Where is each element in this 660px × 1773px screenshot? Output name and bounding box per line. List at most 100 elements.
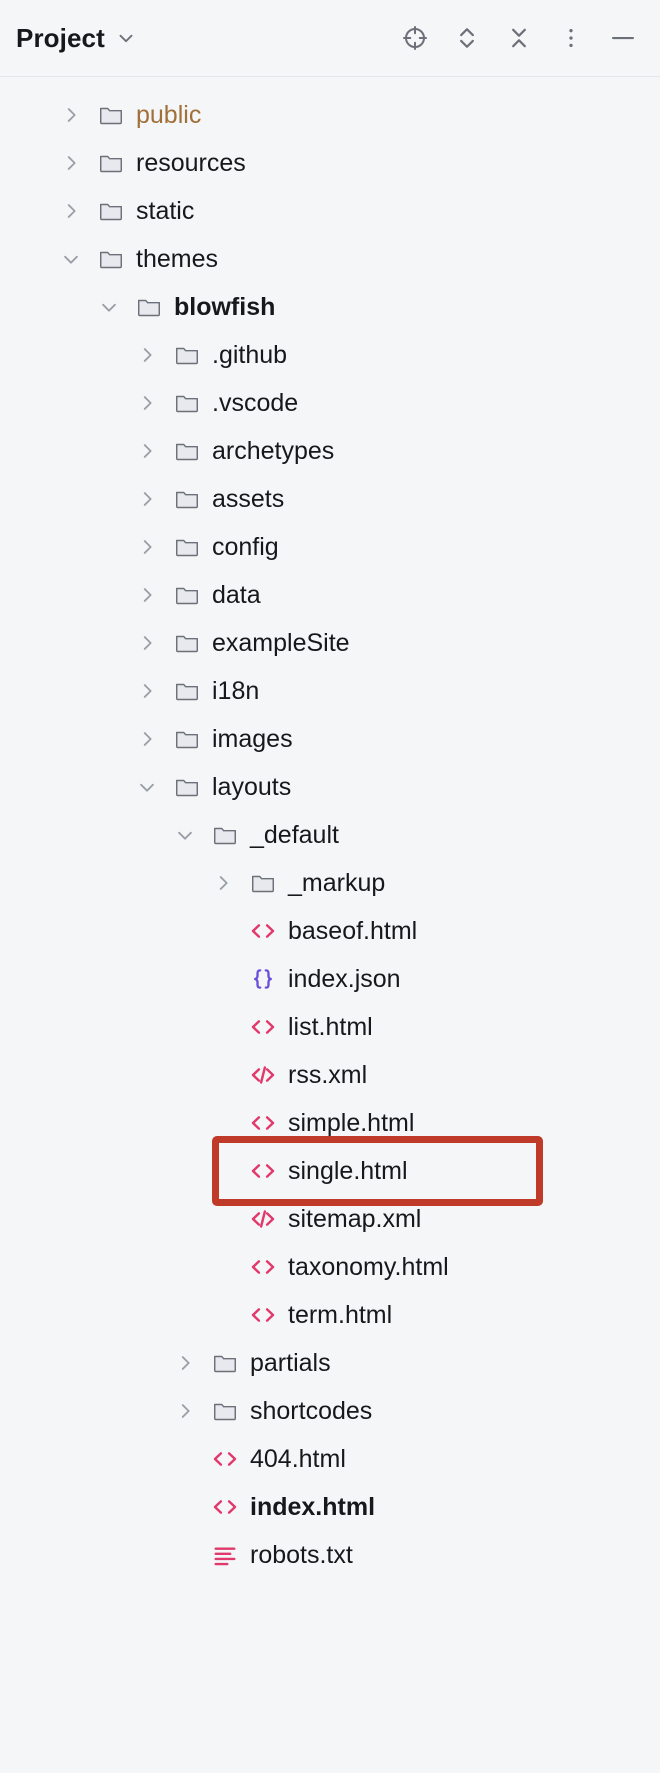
folder-icon [210,820,240,850]
tree-node-label: assets [212,484,285,513]
tree-folder-markup[interactable]: _markup [0,859,660,907]
folder-icon [172,628,202,658]
html-file-icon [248,1108,278,1138]
chevron-right-icon[interactable] [210,870,236,896]
select-opened-file-icon[interactable] [400,23,430,53]
tree-file-robots-txt[interactable]: robots.txt [0,1531,660,1579]
tree-file-index-json[interactable]: index.json [0,955,660,1003]
tree-file-list-html[interactable]: list.html [0,1003,660,1051]
html-file-icon [248,1012,278,1042]
tree-node-label: partials [250,1348,331,1377]
tree-folder-layouts[interactable]: layouts [0,763,660,811]
tree-node-label: _markup [288,868,386,897]
folder-icon [172,724,202,754]
tree-node-label: .vscode [212,388,299,417]
tree-node-label: index.json [288,964,401,993]
tree-node-label: robots.txt [250,1540,353,1569]
tree-node-label: _default [250,820,339,849]
chevron-down-icon[interactable] [115,27,137,49]
tree-folder-github[interactable]: .github [0,331,660,379]
folder-icon [96,196,126,226]
chevron-right-icon[interactable] [134,678,160,704]
folder-icon [172,580,202,610]
folder-icon [96,100,126,130]
collapse-all-icon[interactable] [504,23,534,53]
tree-node-label: index.html [250,1492,376,1521]
tree-node-label: term.html [288,1300,393,1329]
tree-folder-blowfish[interactable]: blowfish [0,283,660,331]
tree-file-404-html[interactable]: 404.html [0,1435,660,1483]
chevron-down-icon[interactable] [134,774,160,800]
tree-folder-default[interactable]: _default [0,811,660,859]
folder-icon [172,532,202,562]
toolwindow-header: Project [0,0,660,77]
tree-folder-partials[interactable]: partials [0,1339,660,1387]
tree-folder-static[interactable]: static [0,187,660,235]
folder-icon [96,148,126,178]
chevron-right-icon[interactable] [172,1398,198,1424]
xml-file-icon [248,1204,278,1234]
project-file-tree[interactable]: public resources static themes blowfish … [0,77,660,1579]
tree-node-label: data [212,580,261,609]
tree-node-label: images [212,724,293,753]
chevron-right-icon[interactable] [134,486,160,512]
chevron-right-icon[interactable] [172,1350,198,1376]
chevron-right-icon[interactable] [134,630,160,656]
chevron-right-icon[interactable] [58,150,84,176]
toolbar-actions [400,23,638,53]
tree-node-label: shortcodes [250,1396,373,1425]
tree-node-label: static [136,196,195,225]
tree-folder-archetypes[interactable]: archetypes [0,427,660,475]
tree-folder-public[interactable]: public [0,91,660,139]
chevron-right-icon[interactable] [134,726,160,752]
tree-file-rss-xml[interactable]: rss.xml [0,1051,660,1099]
tree-file-baseof-html[interactable]: baseof.html [0,907,660,955]
chevron-down-icon[interactable] [172,822,198,848]
tree-file-term-html[interactable]: term.html [0,1291,660,1339]
tree-folder-examplesite[interactable]: exampleSite [0,619,660,667]
folder-icon [172,340,202,370]
tree-file-taxonomy-html[interactable]: taxonomy.html [0,1243,660,1291]
tree-folder-shortcodes[interactable]: shortcodes [0,1387,660,1435]
tree-node-label: simple.html [288,1108,415,1137]
tree-node-label: baseof.html [288,916,418,945]
folder-icon [96,244,126,274]
chevron-down-icon[interactable] [96,294,122,320]
tree-file-single-html[interactable]: single.html [0,1147,660,1195]
project-dropdown[interactable]: Project [16,23,137,54]
more-options-icon[interactable] [556,23,586,53]
tree-folder-resources[interactable]: resources [0,139,660,187]
chevron-right-icon[interactable] [58,102,84,128]
tree-node-label: list.html [288,1012,373,1041]
hide-icon[interactable] [608,23,638,53]
tree-folder-i18n[interactable]: i18n [0,667,660,715]
chevron-right-icon[interactable] [134,438,160,464]
tree-file-sitemap-xml[interactable]: sitemap.xml [0,1195,660,1243]
tree-node-label: rss.xml [288,1060,368,1089]
chevron-right-icon[interactable] [58,198,84,224]
chevron-right-icon[interactable] [134,534,160,560]
json-file-icon [248,964,278,994]
tree-folder-vscode[interactable]: .vscode [0,379,660,427]
tree-node-label: archetypes [212,436,335,465]
text-file-icon [210,1540,240,1570]
folder-icon [172,388,202,418]
chevron-down-icon[interactable] [58,246,84,272]
tree-file-simple-html[interactable]: simple.html [0,1099,660,1147]
chevron-right-icon[interactable] [134,390,160,416]
html-file-icon [248,1300,278,1330]
tree-node-label: sitemap.xml [288,1204,422,1233]
tree-node-label: blowfish [174,292,276,321]
html-file-icon [210,1492,240,1522]
expand-collapse-icon[interactable] [452,23,482,53]
chevron-right-icon[interactable] [134,342,160,368]
tree-file-index-html[interactable]: index.html [0,1483,660,1531]
tree-folder-images[interactable]: images [0,715,660,763]
tree-folder-config[interactable]: config [0,523,660,571]
chevron-right-icon[interactable] [134,582,160,608]
tree-folder-assets[interactable]: assets [0,475,660,523]
tree-node-label: exampleSite [212,628,350,657]
html-file-icon [248,1252,278,1282]
tree-folder-themes[interactable]: themes [0,235,660,283]
tree-folder-data[interactable]: data [0,571,660,619]
